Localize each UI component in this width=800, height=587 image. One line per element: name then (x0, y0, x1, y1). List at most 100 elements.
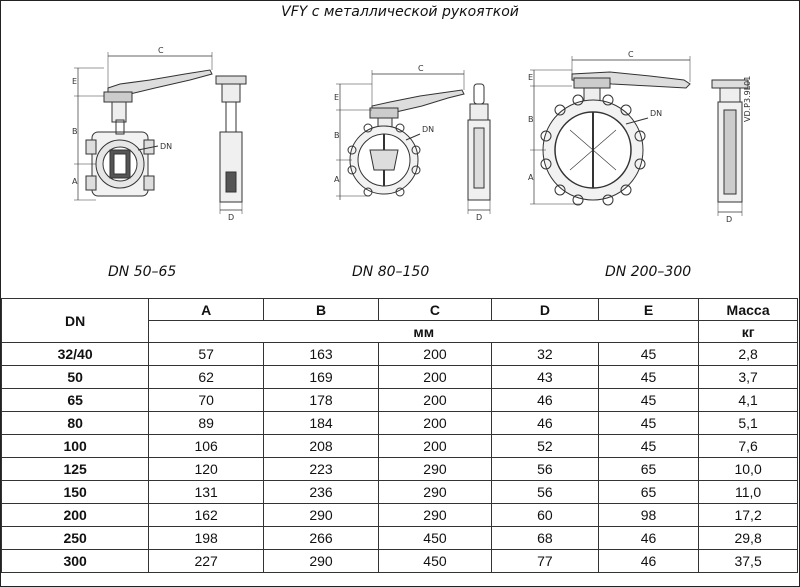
dimensions-table: DN A B C D E Масса мм кг 32/40 57 163 20… (0, 298, 798, 573)
cell-d: 56 (490, 457, 599, 481)
dim-label-c: C (418, 64, 424, 73)
cell-mass: 5,1 (698, 411, 798, 435)
drawing-dn80-150-front (336, 70, 465, 200)
cell-b: 223 (263, 457, 379, 481)
cell-d: 32 (490, 342, 599, 366)
cell-mass: 17,2 (698, 503, 798, 527)
dim-label-a: A (528, 173, 534, 182)
caption-dn80-150: DN 80–150 (352, 264, 430, 280)
cell-a: 70 (148, 388, 265, 412)
cell-c: 200 (377, 388, 492, 412)
cell-a: 120 (148, 457, 265, 481)
cell-d: 56 (490, 480, 599, 504)
table-row: 32/40 57 163 200 32 45 2,8 (0, 342, 798, 366)
dim-label-dn: DN (650, 109, 662, 118)
drawing-code: VD.P3.9L01 (743, 76, 752, 122)
cell-dn: 125 (0, 457, 150, 481)
cell-b: 184 (263, 411, 379, 435)
cell-dn: 50 (0, 365, 150, 389)
cell-dn: 32/40 (0, 342, 150, 366)
cell-a: 131 (148, 480, 265, 504)
header-dn: DN (0, 298, 150, 343)
dim-label-d: D (228, 213, 234, 222)
drawing-dn50-65-front (74, 52, 213, 201)
cell-e: 45 (597, 342, 700, 366)
cell-c: 200 (377, 342, 492, 366)
caption-dn50-65: DN 50–65 (108, 264, 177, 280)
cell-c: 290 (377, 503, 492, 527)
cell-dn: 250 (0, 526, 150, 550)
cell-b: 290 (263, 549, 379, 573)
cell-a: 162 (148, 503, 265, 527)
dim-label-a: A (72, 177, 78, 186)
unit-kg: кг (698, 320, 798, 343)
cell-d: 43 (490, 365, 599, 389)
cell-e: 45 (597, 434, 700, 458)
cell-b: 236 (263, 480, 379, 504)
cell-d: 46 (490, 388, 599, 412)
cell-a: 89 (148, 411, 265, 435)
drawing-dn200-300-front (530, 56, 691, 206)
cell-dn: 200 (0, 503, 150, 527)
dim-label-b: B (334, 131, 340, 140)
cell-b: 266 (263, 526, 379, 550)
cell-c: 200 (377, 411, 492, 435)
header-b: B (263, 298, 379, 321)
cell-dn: 100 (0, 434, 150, 458)
unit-mm: мм (148, 320, 700, 343)
cell-dn: 300 (0, 549, 150, 573)
valve-drawings: E B A C DN D E B A C DN D E B A C DN D V… (72, 46, 752, 224)
table-row: 250 198 266 450 68 46 29,8 (0, 526, 798, 550)
cell-e: 65 (597, 457, 700, 481)
cell-e: 45 (597, 388, 700, 412)
cell-mass: 2,8 (698, 342, 798, 366)
table-row: 150 131 236 290 56 65 11,0 (0, 480, 798, 504)
cell-c: 200 (377, 365, 492, 389)
dim-label-c: C (628, 50, 634, 59)
cell-dn: 65 (0, 388, 150, 412)
header-d: D (490, 298, 599, 321)
table-row: 200 162 290 290 60 98 17,2 (0, 503, 798, 527)
dim-label-e: E (334, 93, 339, 102)
dim-label-d: D (726, 215, 732, 224)
header-c: C (377, 298, 492, 321)
cell-mass: 11,0 (698, 480, 798, 504)
table-row: 80 89 184 200 46 45 5,1 (0, 411, 798, 435)
cell-e: 65 (597, 480, 700, 504)
cell-a: 62 (148, 365, 265, 389)
dim-label-c: C (158, 46, 164, 55)
cell-e: 45 (597, 365, 700, 389)
table-row: 50 62 169 200 43 45 3,7 (0, 365, 798, 389)
dim-label-b: B (528, 115, 534, 124)
dim-label-a: A (334, 175, 340, 184)
cell-d: 60 (490, 503, 599, 527)
cell-a: 57 (148, 342, 265, 366)
cell-mass: 10,0 (698, 457, 798, 481)
cell-d: 77 (490, 549, 599, 573)
header-a: A (148, 298, 265, 321)
cell-mass: 3,7 (698, 365, 798, 389)
cell-mass: 4,1 (698, 388, 798, 412)
cell-c: 200 (377, 434, 492, 458)
cell-dn: 150 (0, 480, 150, 504)
drawing-dn50-65-side (215, 75, 247, 214)
cell-b: 290 (263, 503, 379, 527)
cell-d: 46 (490, 411, 599, 435)
table-row: 125 120 223 290 56 65 10,0 (0, 457, 798, 481)
cell-c: 290 (377, 480, 492, 504)
dim-label-e: E (528, 73, 533, 82)
cell-e: 98 (597, 503, 700, 527)
dim-label-b: B (72, 127, 78, 136)
dim-label-e: E (72, 77, 77, 86)
cell-d: 68 (490, 526, 599, 550)
drawing-dn80-150-side (467, 83, 491, 214)
cell-c: 450 (377, 526, 492, 550)
cell-c: 450 (377, 549, 492, 573)
cell-mass: 29,8 (698, 526, 798, 550)
cell-a: 227 (148, 549, 265, 573)
cell-b: 169 (263, 365, 379, 389)
cell-mass: 7,6 (698, 434, 798, 458)
caption-dn200-300: DN 200–300 (605, 264, 692, 280)
cell-b: 163 (263, 342, 379, 366)
table-row: 65 70 178 200 46 45 4,1 (0, 388, 798, 412)
